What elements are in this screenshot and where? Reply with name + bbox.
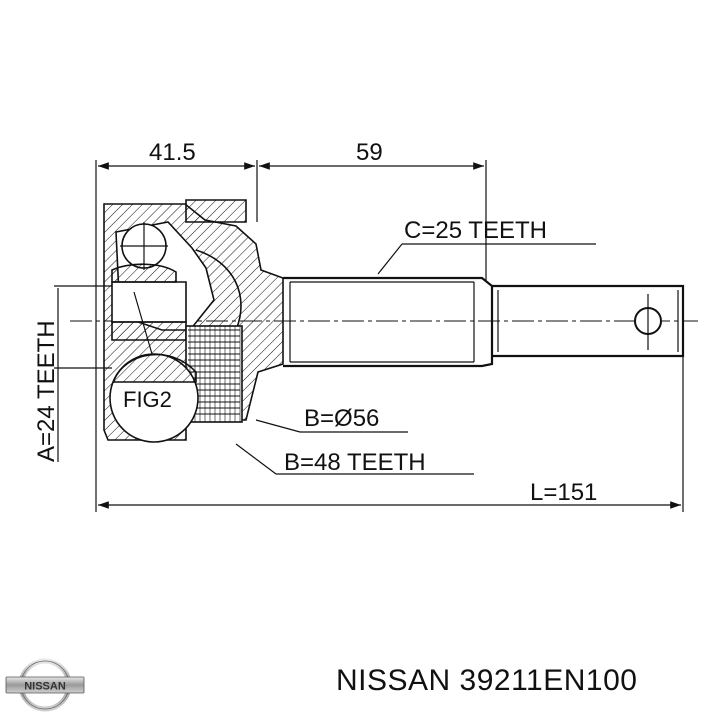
dimension-lines	[57, 162, 681, 509]
nissan-logo-icon: NISSAN	[5, 658, 85, 712]
abs-diameter-label: B=Ø56	[304, 405, 379, 432]
logo-text: NISSAN	[24, 681, 66, 693]
part-number: 39211EN100	[459, 664, 638, 697]
fig2-label: FIG2	[123, 387, 172, 412]
stub-shaft	[283, 276, 685, 368]
fig2-detail: FIG2	[109, 291, 199, 443]
brand-name: NISSAN	[336, 664, 451, 697]
inner-race	[111, 263, 187, 341]
shaft-spline-label: C=25 TEETH	[404, 217, 547, 244]
abs-teeth-label: B=48 TEETH	[284, 449, 426, 476]
dim-right-length: 59	[356, 139, 383, 166]
inner-spline-label: A=24 TEETH	[33, 320, 60, 462]
part-caption: NISSAN 39211EN100	[336, 664, 716, 704]
leader-lines	[235, 243, 596, 475]
dim-total-length: L=151	[530, 479, 597, 506]
dim-left-length: 41.5	[149, 139, 196, 166]
